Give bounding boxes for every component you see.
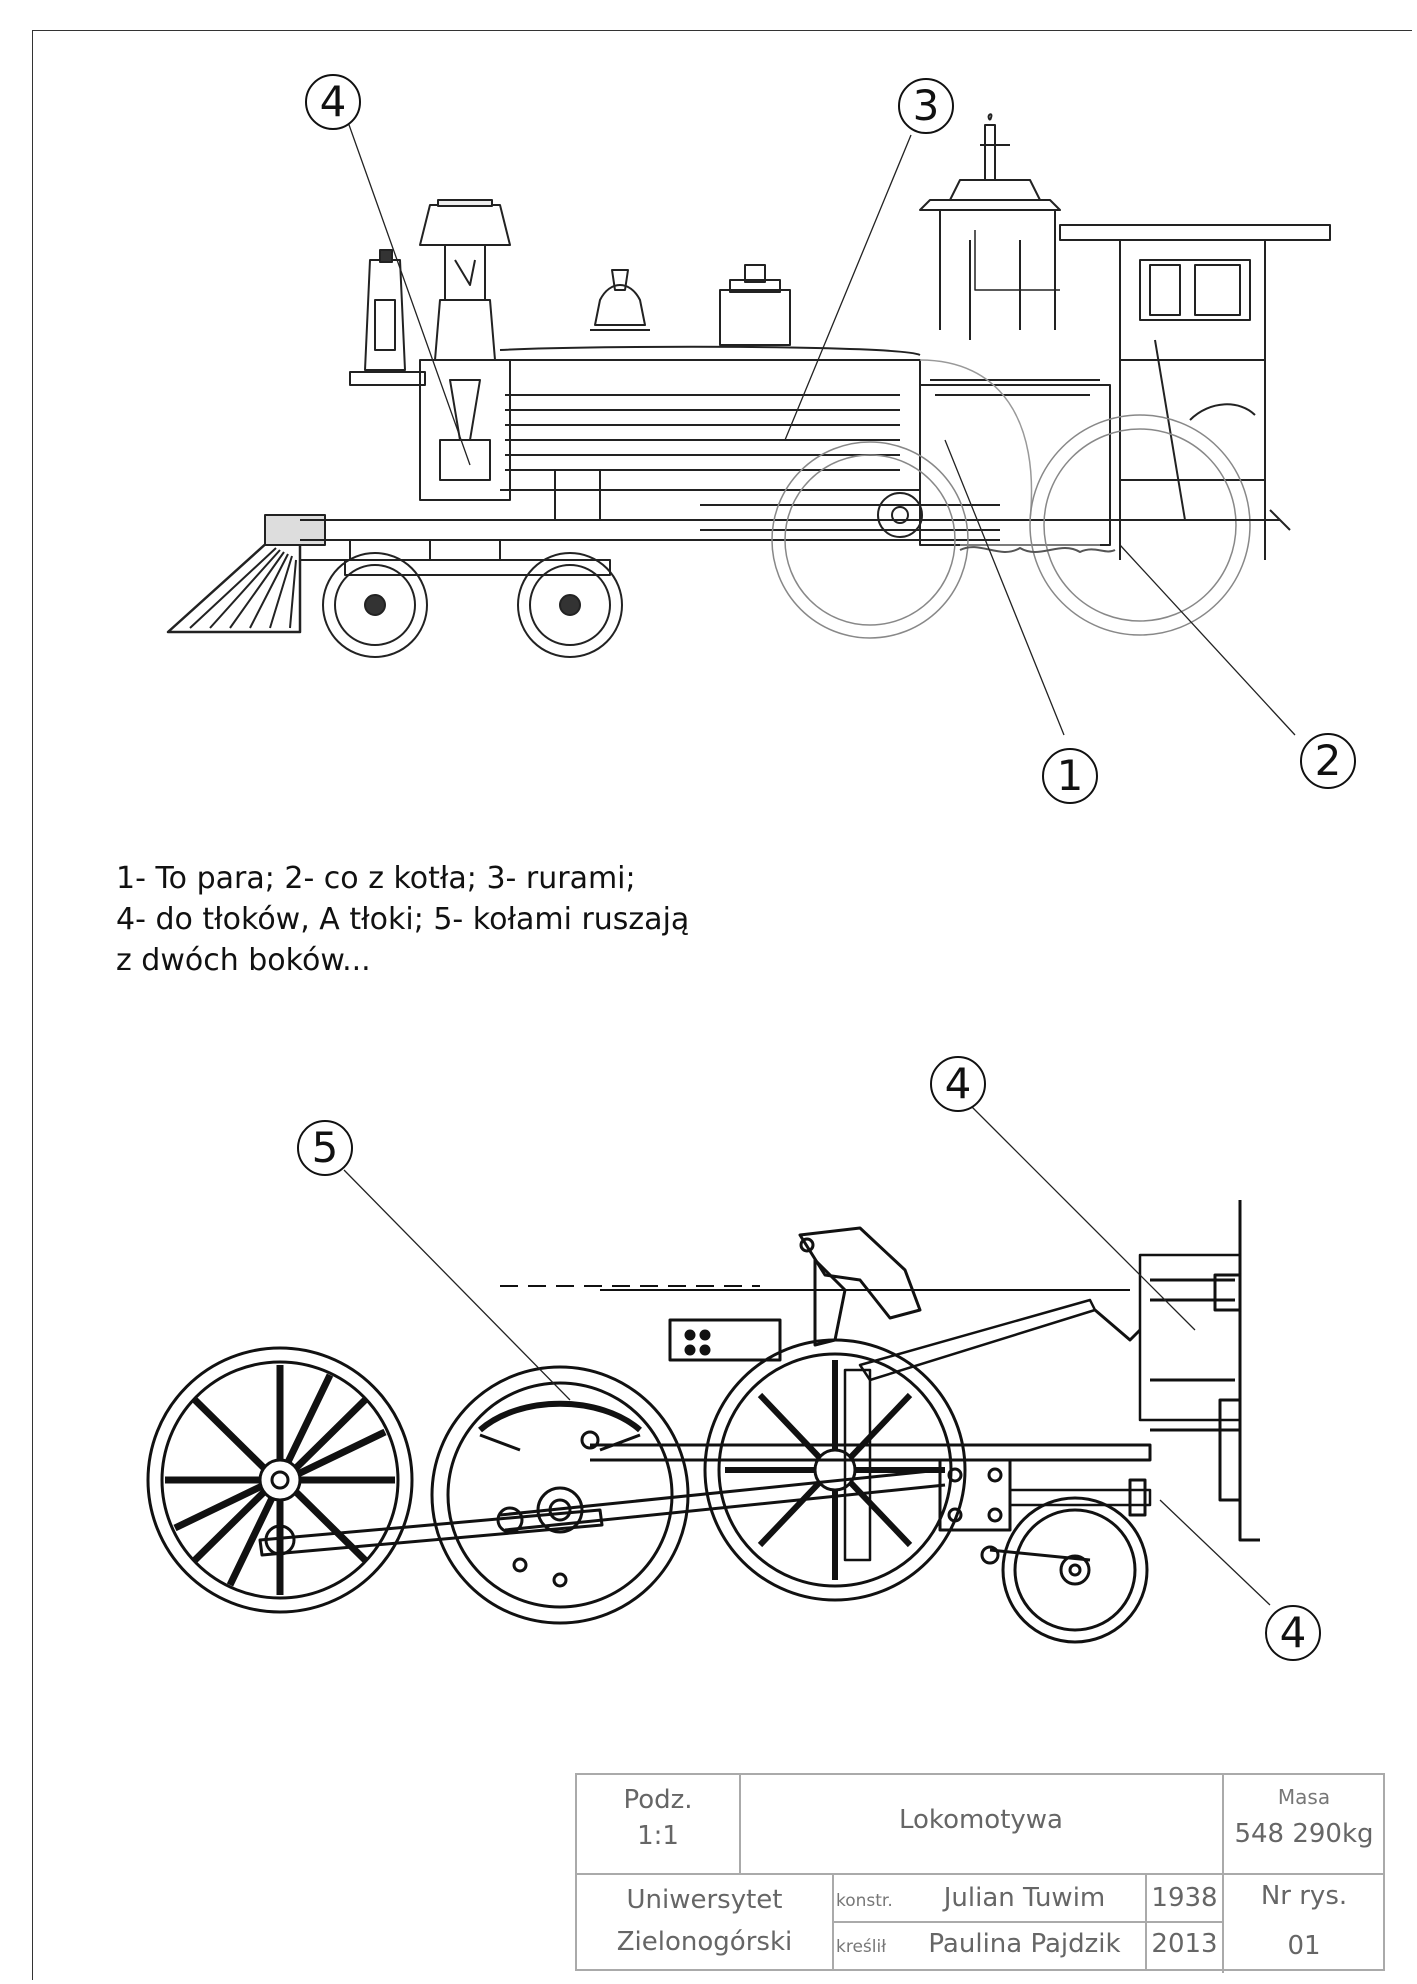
callout-5: 5 bbox=[297, 1120, 353, 1176]
wheel-pony bbox=[1001, 1496, 1149, 1644]
callout-1: 1 bbox=[1042, 748, 1098, 804]
cowcatcher bbox=[166, 514, 351, 634]
drawing-sheet bbox=[32, 30, 1412, 1980]
drawn-year: 2013 bbox=[1151, 1929, 1218, 1959]
wheel-left bbox=[146, 1346, 414, 1614]
callout-3: 3 bbox=[898, 78, 954, 134]
steam-dome bbox=[719, 264, 791, 346]
caption-line-2: 4- do tłoków, A tłoki; 5- kołami ruszają bbox=[116, 902, 690, 937]
pilot-wheels bbox=[322, 539, 623, 658]
callout-2: 2 bbox=[1300, 733, 1356, 789]
scale-label: Podz. bbox=[623, 1785, 693, 1815]
wheel-middle bbox=[430, 1365, 690, 1625]
caption: 1- To para; 2- co z kotła; 3- rurami; 4-… bbox=[116, 858, 876, 981]
boiler bbox=[499, 345, 1111, 546]
drawing-number-label: Nr rys. bbox=[1260, 1881, 1348, 1911]
bell bbox=[590, 269, 650, 331]
callout-4: 4 bbox=[305, 74, 361, 130]
callout-4-bottom-upper: 4 bbox=[930, 1056, 986, 1112]
whistle-dome bbox=[919, 113, 1061, 340]
cab bbox=[1059, 224, 1331, 560]
designed-year: 1938 bbox=[1151, 1883, 1218, 1913]
drawing-title: Lokomotywa bbox=[899, 1805, 1063, 1835]
valve-gear-detail bbox=[146, 1200, 1260, 1644]
drawn-by: Paulina Pajdzik bbox=[928, 1929, 1121, 1959]
designed-label: konstr. bbox=[836, 1891, 893, 1911]
designed-by: Julian Tuwim bbox=[943, 1883, 1106, 1913]
callout-4-bottom-lower: 4 bbox=[1265, 1605, 1321, 1661]
institution-line-1: Uniwersytet bbox=[626, 1885, 783, 1915]
cylinder bbox=[554, 469, 1000, 538]
title-block: Podz. 1:1 Lokomotywa Masa 548 290kg Uniw… bbox=[575, 1773, 1385, 1973]
drawn-label: kreślił bbox=[836, 1937, 887, 1957]
institution-line-2: Zielonogórski bbox=[616, 1927, 793, 1957]
mass-value: 548 290kg bbox=[1234, 1819, 1374, 1849]
driving-wheels bbox=[771, 414, 1251, 639]
drawing-number-value: 01 bbox=[1287, 1931, 1321, 1961]
wheel-right bbox=[703, 1338, 967, 1602]
top-leader-lines bbox=[347, 121, 1296, 736]
scale-value: 1:1 bbox=[637, 1821, 679, 1851]
caption-line-1: 1- To para; 2- co z kotła; 3- rurami; bbox=[116, 861, 636, 896]
headlamp bbox=[349, 249, 426, 386]
mass-label: Masa bbox=[1277, 1785, 1331, 1809]
caption-line-3: z dwóch boków... bbox=[116, 943, 371, 978]
locomotive-side-view bbox=[166, 113, 1331, 658]
smokestack bbox=[419, 199, 511, 501]
bottom-leader-lines bbox=[343, 1104, 1271, 1606]
